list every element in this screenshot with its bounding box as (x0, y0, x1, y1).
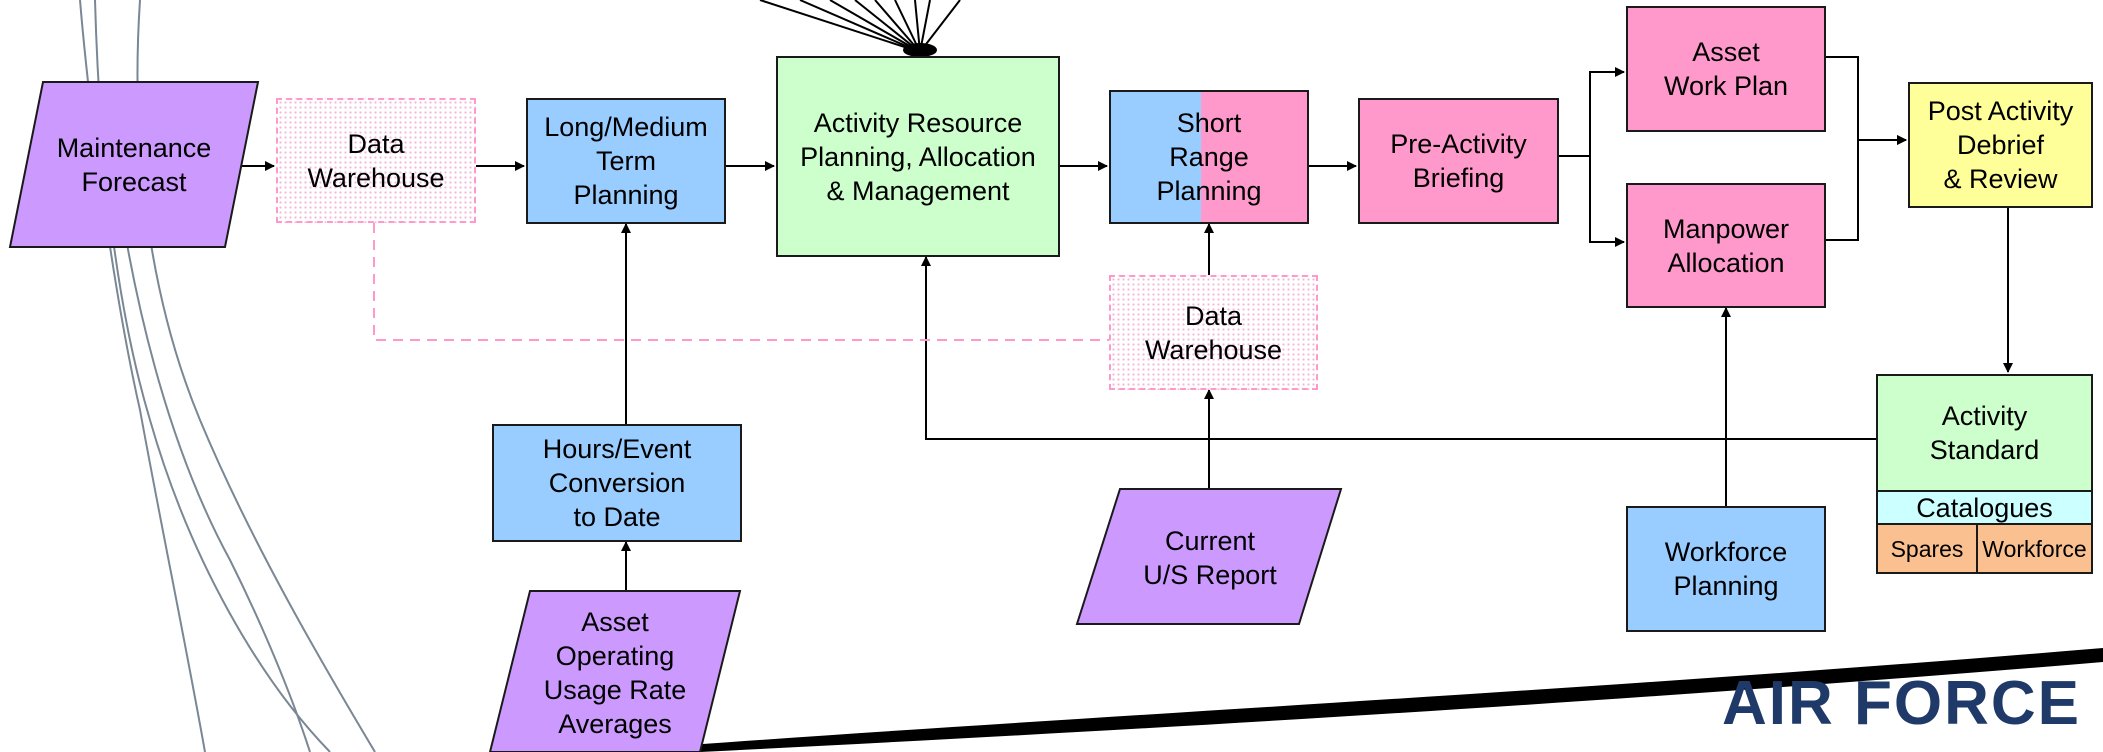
manpower-allocation: Manpower Allocation (1626, 183, 1826, 308)
air-force-logo: AIR FORCE (1722, 669, 2081, 738)
spares: Spares (1876, 523, 1978, 574)
current-us-report-label: Current U/S Report (1143, 525, 1277, 590)
swoosh (690, 648, 2103, 752)
activity-resource-planning: Activity Resource Planning, Allocation &… (776, 56, 1060, 257)
pre-activity-briefing: Pre-Activity Briefing (1358, 98, 1559, 224)
maintenance-forecast-shape (8, 81, 260, 248)
data-warehouse-top: Data Warehouse (276, 98, 476, 223)
activity-standard: Activity Standard (1876, 374, 2093, 492)
long-medium-term-planning: Long/Medium Term Planning (526, 98, 726, 224)
catalogues: Catalogues (1876, 490, 2093, 525)
hours-event-conversion: Hours/Event Conversion to Date (492, 424, 742, 542)
asset-work-plan: Asset Work Plan (1626, 6, 1826, 132)
maintenance-forecast-label: Maintenance Forecast (56, 133, 212, 197)
workforce: Workforce (1976, 523, 2093, 574)
asset-operating-usage-shape (488, 590, 742, 752)
post-activity-debrief: Post Activity Debrief & Review (1908, 82, 2093, 208)
data-warehouse-bottom: Data Warehouse (1109, 275, 1318, 390)
asset-operating-usage-label: Asset Operating Usage Rate Averages (543, 606, 687, 739)
current-us-report-shape (1075, 488, 1343, 625)
short-range-planning: Short Range Planning (1109, 90, 1309, 224)
workforce-planning: Workforce Planning (1626, 506, 1826, 632)
dashed-link (373, 223, 1110, 341)
fan-lines (759, 0, 961, 57)
